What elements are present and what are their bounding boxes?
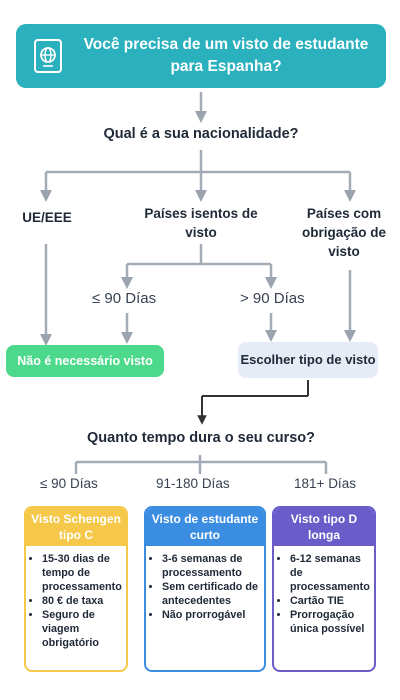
visa-card-title: Visto de estudante curto: [146, 508, 264, 546]
exempt-long-unit: Días: [273, 290, 305, 307]
visa-card-schengen-c: Visto Schengen tipo C 15-30 dias de temp…: [24, 506, 128, 672]
header-title: Você precisa de um visto de estudante pa…: [83, 36, 369, 75]
question-nationality: Qual é a sua nacionalidade?: [103, 126, 299, 142]
visa-card-type-d: Visto tipo D longa 6-12 semanas de proce…: [272, 506, 376, 672]
visa-card-short-student: Visto de estudante curto 3-6 semanas de …: [144, 506, 266, 672]
list-item: 80 € de taxa: [42, 594, 124, 608]
duration-long-unit: Días: [328, 476, 356, 491]
exempt-short-value: ≤ 90: [92, 290, 122, 307]
list-item: Não prorrogável: [162, 608, 262, 622]
duration-mid: 91-180 Días: [156, 476, 230, 491]
no-visa-required-box: Não é necessário visto: [6, 345, 164, 377]
list-item: 6-12 semanas de processamento: [290, 552, 372, 594]
passport-globe-icon: [34, 39, 62, 73]
duration-mid-unit: Días: [201, 476, 230, 491]
exempt-long-value: > 90: [240, 290, 270, 307]
question-course-duration: Quanto tempo dura o seu curso?: [87, 430, 315, 446]
visa-card-title: Visto Schengen tipo C: [26, 508, 126, 546]
visa-card-title: Visto tipo D longa: [274, 508, 374, 546]
duration-short-unit: Días: [69, 476, 98, 491]
visa-card-list: 6-12 semanas de processamento Cartão TIE…: [274, 552, 374, 636]
exempt-short-stay: ≤ 90 Días: [92, 290, 156, 307]
exempt-short-unit: Días: [125, 290, 157, 307]
list-item: Cartão TIE: [290, 594, 372, 608]
duration-long-value: 181+: [294, 476, 325, 491]
duration-long: 181+ Días: [294, 476, 356, 491]
duration-mid-value: 91-180: [156, 476, 199, 491]
visa-card-list: 3-6 semanas de processamento Sem certifi…: [146, 552, 264, 622]
duration-short-value: ≤ 90: [40, 476, 67, 491]
list-item: Sem certificado de antecedentes: [162, 580, 262, 608]
list-item: Seguro de viagem obrigatório: [42, 608, 124, 650]
exempt-long-stay: > 90 Días: [240, 290, 305, 307]
list-item: 3-6 semanas de processamento: [162, 552, 262, 580]
duration-short: ≤ 90 Días: [40, 476, 98, 491]
visa-card-list: 15-30 dias de tempo de processamento 80 …: [26, 552, 126, 650]
branch-visa-required: Países com obrigação de visto: [301, 206, 387, 259]
list-item: 15-30 dias de tempo de processamento: [42, 552, 124, 594]
branch-visa-exempt: Países isentos de visto: [144, 206, 258, 240]
choose-visa-type-box: Escolher tipo de visto: [238, 342, 378, 378]
header-banner: Você precisa de um visto de estudante pa…: [16, 24, 386, 88]
branch-eu: UE/EEE: [22, 210, 72, 225]
list-item: Prorrogação única possível: [290, 608, 372, 636]
